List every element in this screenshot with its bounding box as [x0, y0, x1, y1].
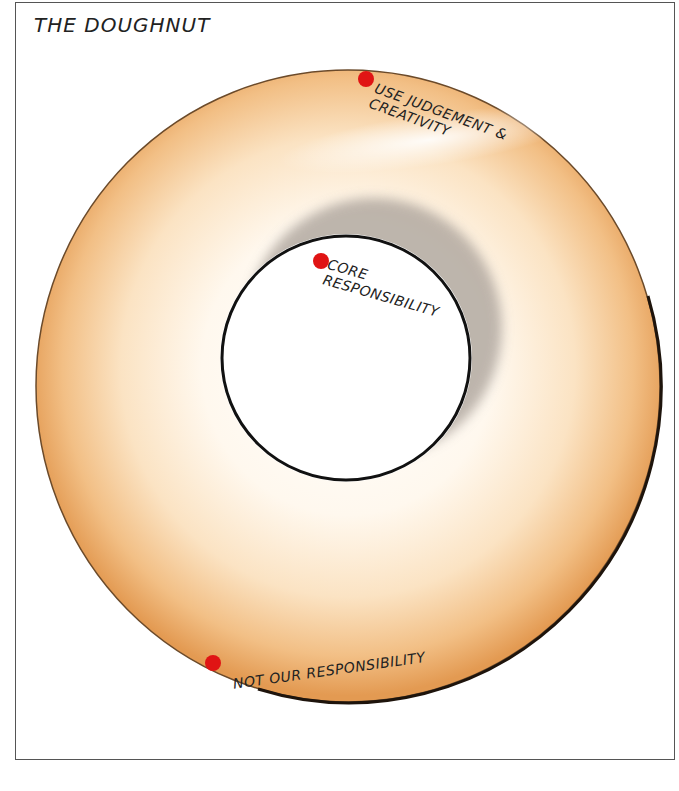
- doughnut-ring: USE JUDGEMENT & CREATIVITYCORE RESPONSIB…: [36, 70, 660, 702]
- title: THE DOUGHNUT: [34, 14, 210, 37]
- doughnut-hole: CORE RESPONSIBILITY: [222, 236, 470, 480]
